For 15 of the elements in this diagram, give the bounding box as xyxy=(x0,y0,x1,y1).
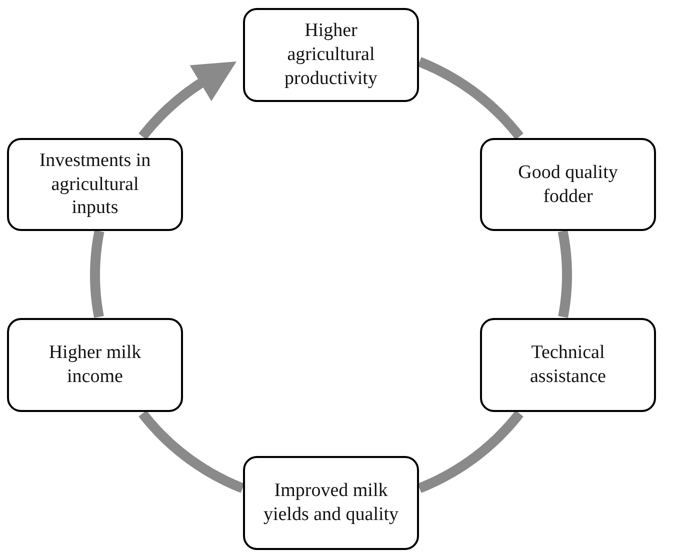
box-label: Good quality fodder xyxy=(517,160,619,208)
box-label: Higher milk income xyxy=(48,341,142,389)
process-box xyxy=(480,318,656,412)
process-box xyxy=(7,138,183,231)
box-label: Investments in agricultural inputs xyxy=(38,148,152,220)
box-label: Higher agricultural productivity xyxy=(284,19,378,91)
process-box xyxy=(243,456,419,550)
process-box xyxy=(243,8,419,102)
cycle-arc-segment xyxy=(558,228,572,320)
process-box xyxy=(7,318,183,412)
box-label: Improved milk yields and quality xyxy=(262,479,400,527)
cycle-arc-segment xyxy=(90,228,104,320)
process-box xyxy=(480,138,656,231)
cycle-arrow xyxy=(138,62,236,140)
box-label: Technical assistance xyxy=(529,341,607,389)
